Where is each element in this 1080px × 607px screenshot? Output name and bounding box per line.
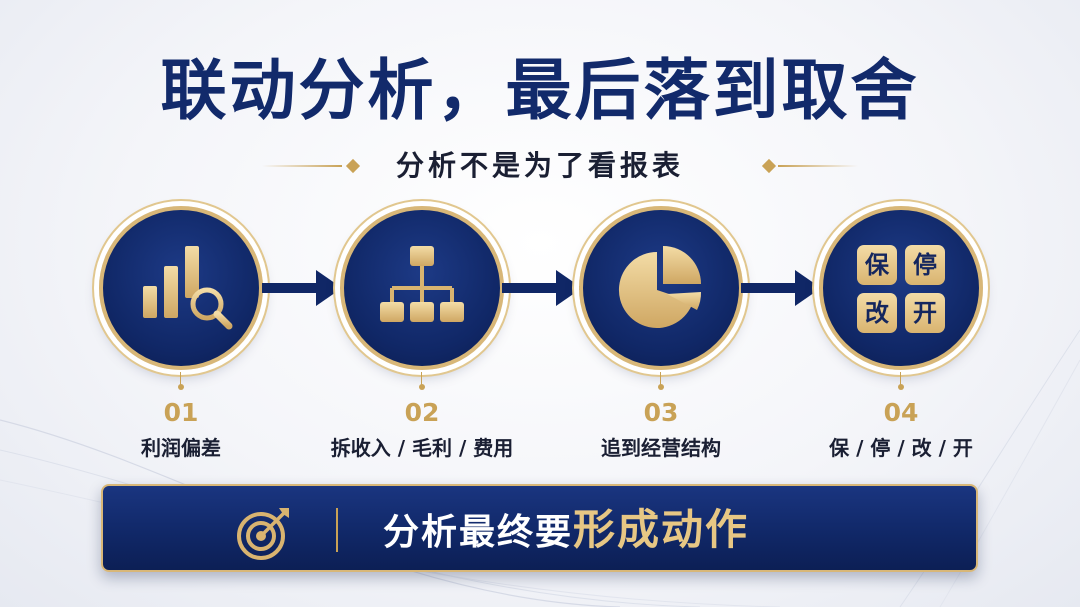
grid-cell-stop: 停 [905, 245, 945, 285]
conclusion-banner: 分析最终要形成动作 [101, 484, 978, 572]
banner-divider [336, 508, 338, 552]
grid-cell-open: 开 [905, 293, 945, 333]
step-04-number: 04 [883, 398, 919, 427]
step-03-number: 03 [643, 398, 679, 427]
arrow-2-3-icon [502, 270, 582, 306]
grid-cell-keep: 保 [857, 245, 897, 285]
org-hierarchy-icon [380, 246, 464, 322]
arrow-1-2-icon [262, 270, 342, 306]
target-arrow-icon [237, 508, 289, 560]
subtitle: 分析不是为了看报表 [395, 149, 684, 182]
banner-text-normal: 分析最终要 [383, 512, 574, 553]
banner-text: 分析最终要形成动作 [383, 504, 749, 556]
step-02-connector-dot [419, 384, 425, 390]
decision-grid-icon: 保 停 改 开 [857, 245, 945, 333]
step-02-label: 拆收入 / 毛利 / 费用 [330, 436, 514, 460]
step-01-number: 01 [163, 398, 199, 427]
subtitle-row: 分析不是为了看报表 [0, 146, 1080, 186]
step-02-circle [340, 206, 504, 370]
decor-line-right [778, 165, 858, 167]
grid-cell-change: 改 [857, 293, 897, 333]
decor-line-left [262, 165, 342, 167]
banner-text-emphasis: 形成动作 [573, 505, 750, 554]
step-04-connector [900, 372, 901, 386]
step-04-connector-dot [898, 384, 904, 390]
step-02-number: 02 [404, 398, 440, 427]
bar-chart-magnifier-icon [143, 246, 233, 330]
step-03-label: 追到经营结构 [601, 436, 721, 460]
step-04-circle: 保 停 改 开 [819, 206, 983, 370]
step-01-circle [99, 206, 263, 370]
step-03-connector [660, 372, 661, 386]
step-01-label: 利润偏差 [141, 436, 221, 460]
step-01-connector-dot [178, 384, 184, 390]
step-03-circle [579, 206, 743, 370]
arrow-3-4-icon [741, 270, 821, 306]
step-02-connector [421, 372, 422, 386]
pie-chart-icon [618, 246, 702, 328]
page-title: 联动分析，最后落到取舍 [160, 51, 920, 129]
step-01-connector [180, 372, 181, 386]
step-03-connector-dot [658, 384, 664, 390]
step-04-label: 保 / 停 / 改 / 开 [829, 436, 973, 460]
